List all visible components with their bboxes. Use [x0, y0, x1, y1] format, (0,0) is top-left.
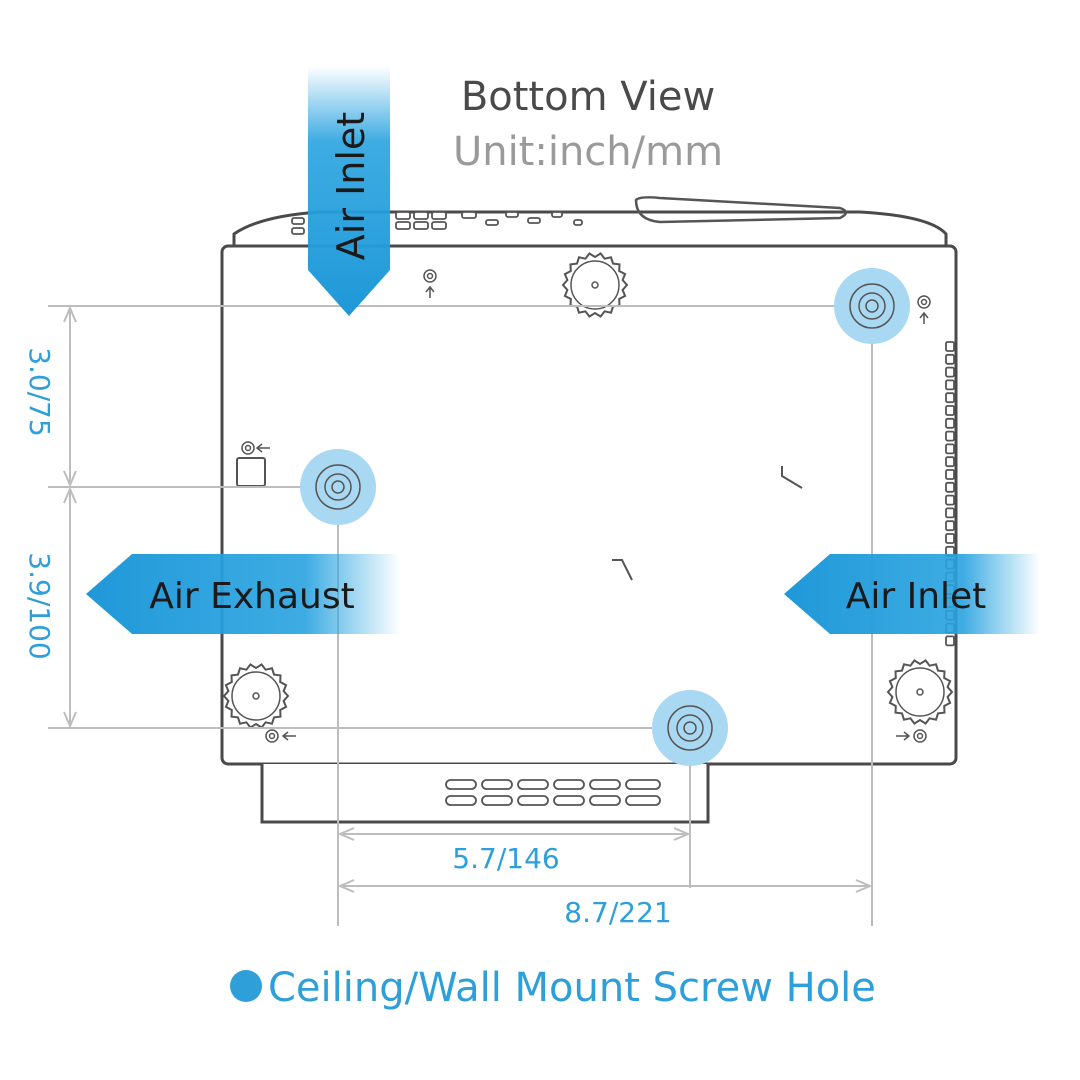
dimension-horizontal-inner: 5.7/146 [452, 842, 559, 875]
dimension-horizontal-outer: 8.7/221 [564, 896, 671, 929]
screw-marker-bottom-right [896, 729, 927, 743]
bottom-vents [445, 779, 661, 806]
view-title: Bottom View [461, 74, 715, 120]
screw-marker-bottom-left [265, 729, 296, 743]
legend-label: Ceiling/Wall Mount Screw Hole [268, 965, 876, 1011]
dimension-vertical-lower: 3.9/100 [23, 552, 56, 659]
screw-marker-right [917, 295, 931, 324]
air-inlet-top-label: Air Inlet [329, 112, 373, 260]
mount-screw-hole-bottom [652, 690, 728, 766]
legend-dot [230, 970, 262, 1002]
projector-body [220, 196, 958, 824]
dimension-lines [48, 305, 873, 926]
foot-bottom-right [886, 659, 954, 725]
air-inlet-arrow-top: Air Inlet [308, 66, 390, 316]
mount-screw-hole-left [300, 449, 376, 525]
foot-bottom-left [222, 663, 290, 729]
mount-screw-hole-top-right [834, 268, 910, 344]
legend: Ceiling/Wall Mount Screw Hole [230, 965, 876, 1011]
air-inlet-right-label: Air Inlet [846, 576, 987, 617]
unit-label: Unit:inch/mm [453, 129, 723, 175]
dimension-vertical-upper: 3.0/75 [23, 347, 56, 437]
air-exhaust-arrow: Air Exhaust [86, 554, 400, 634]
screw-marker-left [241, 441, 270, 455]
air-inlet-arrow-right: Air Inlet [784, 554, 1040, 634]
screw-marker-top [423, 269, 437, 298]
foot-top-center [561, 252, 629, 318]
top-vents [291, 211, 583, 235]
air-exhaust-label: Air Exhaust [149, 576, 355, 617]
